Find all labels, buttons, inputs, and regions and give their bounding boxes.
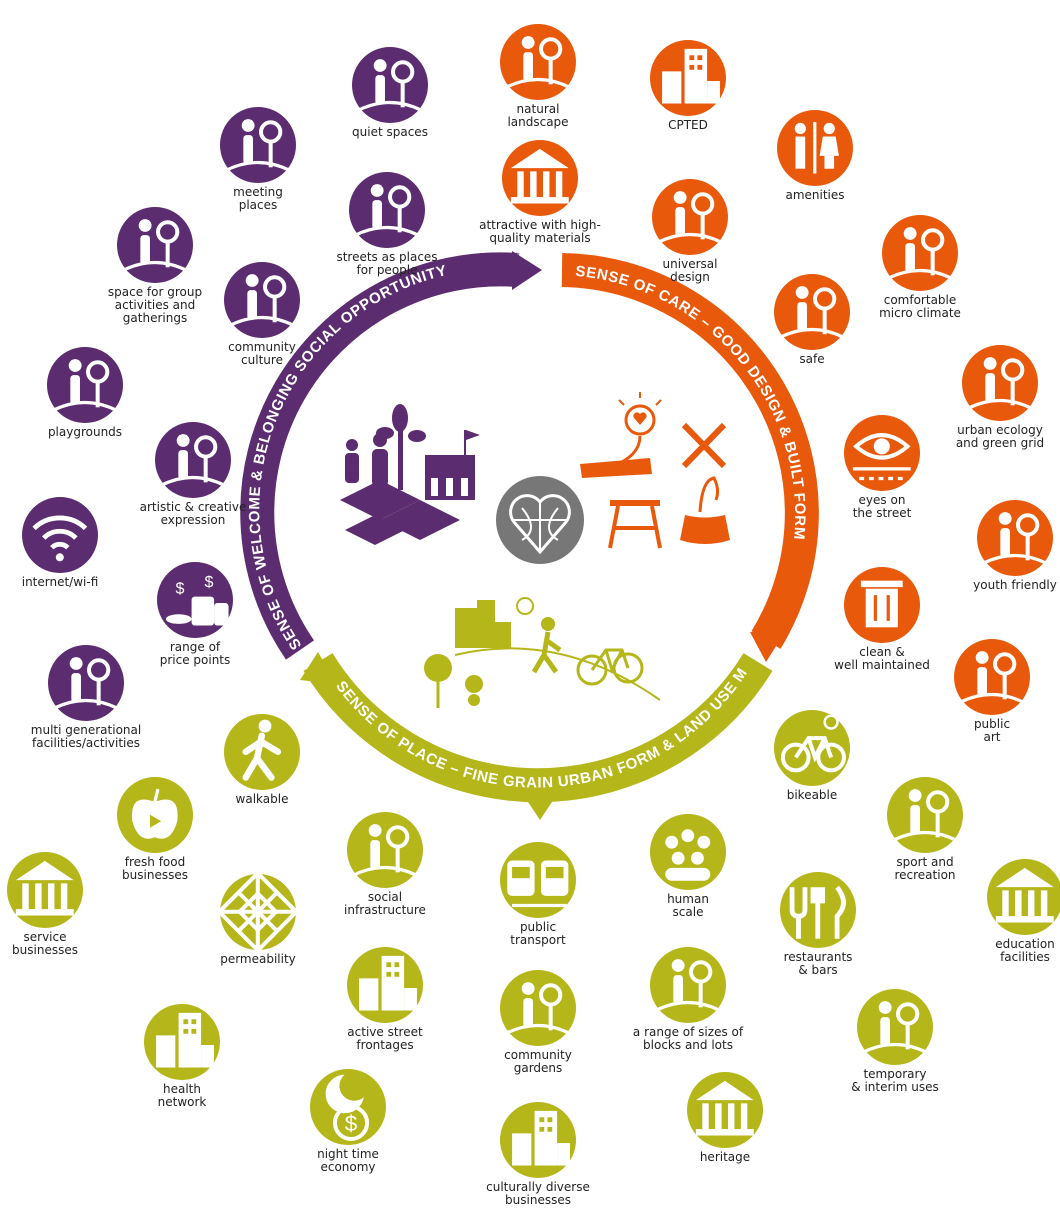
apple-icon	[117, 777, 193, 853]
care-illustration	[580, 392, 730, 549]
gallery-icon	[155, 422, 231, 498]
icon-label: public transport	[510, 920, 566, 947]
education-icon	[987, 859, 1060, 935]
icon-label: natural landscape	[507, 102, 569, 129]
icon-label: sport and recreation	[894, 855, 956, 882]
icon-label: streets as places for people	[336, 250, 438, 277]
bicycle-icon	[774, 710, 850, 786]
culture-wheel-icon	[224, 262, 300, 338]
icon-label: playgrounds	[47, 425, 123, 439]
health-buildings-icon	[144, 1004, 220, 1080]
icon-label: comfortable micro climate	[879, 293, 961, 320]
icon-label: active street frontages	[347, 1025, 423, 1052]
icon-label: service businesses	[12, 930, 78, 957]
icon-label: meeting places	[233, 185, 283, 212]
icon-label: restaurants & bars	[783, 950, 853, 977]
bus-train-icon	[500, 842, 576, 918]
care-arrow-head	[750, 632, 785, 662]
family-icon	[349, 172, 425, 248]
shopfront-icon	[347, 947, 423, 1023]
icon-label: youth friendly	[973, 578, 1057, 592]
hands-icon	[774, 274, 850, 350]
icon-label: CPTED	[668, 118, 708, 132]
icon-label: internet/wi-fi	[21, 575, 99, 589]
place-arrow-tail	[300, 652, 336, 684]
tower-icon	[650, 40, 726, 116]
globe-blocks-icon	[650, 947, 726, 1023]
bank-hand-icon	[7, 852, 83, 928]
icon-label: safe	[799, 352, 825, 366]
park-hill-icon	[117, 207, 193, 283]
svg-text:$: $	[205, 573, 214, 591]
icon-label: universal design	[662, 257, 718, 284]
toilets-icon	[777, 110, 853, 186]
civic-building-icon	[502, 140, 578, 216]
svg-text:$: $	[345, 1111, 358, 1136]
youth-icon	[977, 500, 1053, 576]
eye-icon	[844, 415, 920, 491]
accessibility-icon	[652, 179, 728, 255]
moon-dollar-icon: $	[310, 1069, 386, 1145]
coins-icon: $ $	[157, 562, 233, 638]
walker-icon	[224, 714, 300, 790]
city-icon	[500, 1102, 576, 1178]
ecology-icon	[962, 345, 1038, 421]
icon-label: multi generational facilities/activities	[30, 723, 142, 750]
icon-label: urban ecology and green grid	[955, 423, 1045, 450]
icon-label: education facilities	[995, 937, 1055, 964]
icon-label: space for group activities and gathering…	[107, 285, 203, 325]
icon-label: permeability	[220, 952, 296, 966]
icon-label: human scale	[667, 892, 709, 919]
icon-label: community gardens	[504, 1048, 572, 1075]
icon-label: clean & well maintained	[834, 645, 930, 672]
icon-label: fresh food businesses	[122, 855, 188, 882]
grid-pattern-icon	[216, 870, 300, 954]
icon-label: community culture	[228, 340, 296, 367]
crowd-icon	[650, 814, 726, 890]
icon-label: eyes on the street	[852, 493, 912, 520]
icon-label: walkable	[235, 792, 289, 806]
icon-label: range of price points	[159, 640, 231, 667]
icon-label: heritage	[699, 1150, 751, 1164]
icon-label: a range of sizes of blocks and lots	[632, 1025, 744, 1052]
icon-label: attractive with high- quality materials	[479, 218, 601, 245]
svg-text:$: $	[176, 580, 185, 598]
bench-tree-icon	[352, 47, 428, 123]
welcome-illustration	[340, 404, 480, 545]
icon-label: artistic & creative expression	[139, 500, 247, 527]
people-plaza-icon	[220, 107, 296, 183]
sport-icon	[887, 777, 963, 853]
market-stall-icon	[857, 989, 933, 1065]
icon-label: night time economy	[317, 1147, 379, 1174]
welcome-arrow-head	[512, 251, 542, 290]
generations-icon	[48, 645, 124, 721]
place-illustration	[424, 597, 661, 708]
icon-label: health network	[157, 1082, 207, 1109]
icon-label: temporary & interim uses	[851, 1067, 939, 1094]
icon-label: bikeable	[786, 788, 838, 802]
wifi-icon	[22, 497, 98, 573]
icon-label: amenities	[785, 188, 845, 202]
social-icon	[347, 812, 423, 888]
icon-label: quiet spaces	[352, 125, 428, 139]
playground-icon	[47, 347, 123, 423]
garden-icon	[500, 970, 576, 1046]
heritage-icon	[687, 1072, 763, 1148]
sculpture-icon	[954, 639, 1030, 715]
sun-cloud-icon	[882, 215, 958, 291]
bin-icon	[844, 567, 920, 643]
place-arrow-head	[520, 790, 560, 820]
landscape-icon	[500, 24, 576, 100]
icon-label: public art	[973, 717, 1011, 744]
icon-label: social infrastructure	[344, 890, 426, 917]
icon-label: culturally diverse businesses	[486, 1180, 590, 1207]
cutlery-icon	[780, 872, 856, 948]
heart-globe-icon	[496, 476, 584, 564]
